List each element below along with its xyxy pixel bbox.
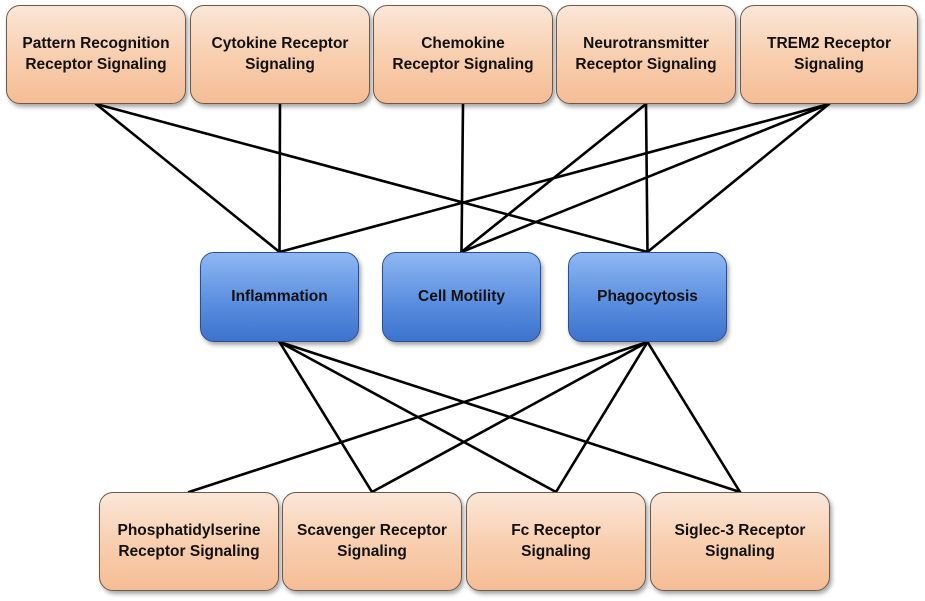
node-siglec-3-receptor-signaling[interactable]: Siglec-3 Receptor Signaling bbox=[650, 492, 830, 591]
edge-prr-to-phagocytosis bbox=[94, 102, 649, 254]
connection-lines bbox=[94, 102, 831, 494]
edge-inflammation-to-scavenger bbox=[278, 340, 374, 494]
node-label: TREM2 Receptor Signaling bbox=[766, 35, 892, 73]
node-scavenger-receptor-signaling[interactable]: Scavenger Receptor Signaling bbox=[282, 492, 462, 591]
node-label: Scavenger Receptor Signaling bbox=[297, 522, 447, 560]
node-trem2-receptor-signaling[interactable]: TREM2 Receptor Signaling bbox=[740, 5, 918, 104]
node-label: Pattern Recognition Receptor Signaling bbox=[22, 35, 170, 73]
node-label: Inflammation bbox=[231, 287, 328, 305]
node-fc-receptor-signaling[interactable]: Fc Receptor Signaling bbox=[466, 492, 646, 591]
node-label: Siglec-3 Receptor Signaling bbox=[674, 522, 806, 560]
edge-prr-to-inflammation bbox=[94, 102, 281, 254]
node-chemokine-receptor-signaling[interactable]: Chemokine Receptor Signaling bbox=[373, 5, 553, 104]
node-label: Cytokine Receptor Signaling bbox=[211, 35, 349, 73]
node-label: Neurotransmitter Receptor Signaling bbox=[575, 35, 717, 73]
edge-cytokine-to-inflammation bbox=[278, 102, 282, 254]
node-inflammation[interactable]: Inflammation bbox=[200, 252, 359, 342]
node-label: Phosphatidylserine Receptor Signaling bbox=[117, 522, 261, 560]
node-cytokine-receptor-signaling[interactable]: Cytokine Receptor Signaling bbox=[190, 5, 370, 104]
edge-phagocytosis-to-ps bbox=[187, 340, 649, 494]
node-neurotransmitter-receptor-signaling[interactable]: Neurotransmitter Receptor Signaling bbox=[556, 5, 736, 104]
node-label: Phagocytosis bbox=[597, 287, 698, 305]
node-label: Chemokine Receptor Signaling bbox=[392, 35, 534, 73]
edge-trem2-to-phagocytosis bbox=[646, 102, 831, 254]
node-phagocytosis[interactable]: Phagocytosis bbox=[568, 252, 727, 342]
edge-phagocytosis-to-scavenger bbox=[370, 340, 649, 494]
edge-phagocytosis-to-siglec3 bbox=[646, 340, 742, 494]
edge-phagocytosis-to-fc bbox=[554, 340, 649, 494]
edge-trem2-to-inflammation bbox=[278, 102, 831, 254]
node-phosphatidylserine-receptor-signaling[interactable]: Phosphatidylserine Receptor Signaling bbox=[99, 492, 279, 591]
edge-trem2-to-motility bbox=[460, 102, 831, 254]
edge-chemokine-to-motility bbox=[460, 102, 465, 254]
node-pattern-recognition-receptor-signaling[interactable]: Pattern Recognition Receptor Signaling bbox=[6, 5, 186, 104]
node-label: Cell Motility bbox=[418, 287, 505, 305]
node-label: Fc Receptor Signaling bbox=[511, 522, 601, 560]
node-cell-motility[interactable]: Cell Motility bbox=[382, 252, 541, 342]
